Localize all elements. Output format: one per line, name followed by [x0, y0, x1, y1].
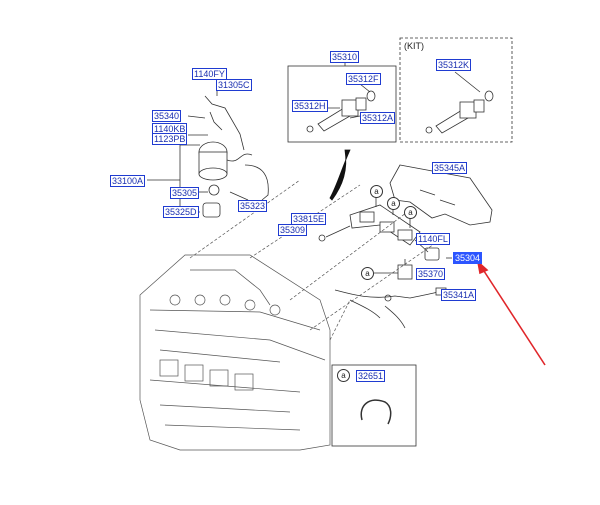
part-label-33100a[interactable]: 33100A — [110, 175, 146, 187]
part-label-1123pb[interactable]: 1123PB — [152, 133, 188, 145]
part-label-35312k[interactable]: 35312K — [436, 59, 472, 71]
engine-block-drawing — [139, 179, 441, 451]
detail-marker: a — [387, 197, 400, 210]
engine-cover-drawing — [389, 164, 493, 226]
part-label-35370[interactable]: 35370 — [416, 268, 446, 280]
part-label-35309[interactable]: 35309 — [278, 224, 308, 236]
part-label-35345a[interactable]: 35345A — [432, 162, 468, 174]
part-label-35325d[interactable]: 35325D — [163, 206, 199, 218]
kit-injector-drawing — [425, 90, 494, 134]
part-label-35312a[interactable]: 35312A — [360, 112, 396, 124]
detail-marker: a — [404, 206, 417, 219]
snap-ring-drawing — [360, 399, 392, 425]
part-label-31305c[interactable]: 31305C — [216, 79, 252, 91]
detail-box — [331, 364, 417, 447]
part-label-35323[interactable]: 35323 — [238, 200, 268, 212]
kit-label: (KIT) — [404, 41, 424, 51]
red-arrow — [476, 259, 546, 366]
part-label-1140fl[interactable]: 1140FL — [416, 233, 450, 245]
part-label-35341a[interactable]: 35341A — [441, 289, 477, 301]
fuel-pump-drawing — [198, 95, 269, 218]
part-label-35312h[interactable]: 35312H — [292, 100, 328, 112]
detail-marker: a — [337, 369, 350, 382]
part-label-32651[interactable]: 32651 — [356, 370, 386, 382]
detail-marker: a — [370, 185, 383, 198]
kit-box — [399, 37, 513, 143]
part-label-35340[interactable]: 35340 — [152, 110, 182, 122]
detail-marker: a — [361, 267, 374, 280]
part-label-35305[interactable]: 35305 — [170, 187, 200, 199]
part-label-33815e[interactable]: 33815E — [291, 213, 327, 225]
part-label-35310[interactable]: 35310 — [330, 51, 360, 63]
injector-box — [287, 65, 397, 143]
wiring-harness — [334, 289, 439, 299]
part-label-1140fy[interactable]: 1140FY — [192, 68, 227, 80]
part-label-35312f[interactable]: 35312F — [346, 73, 381, 85]
part-label-35304[interactable]: 35304 — [453, 252, 483, 264]
pointer-arc — [329, 149, 351, 201]
fuel-injector-drawing — [306, 90, 376, 133]
